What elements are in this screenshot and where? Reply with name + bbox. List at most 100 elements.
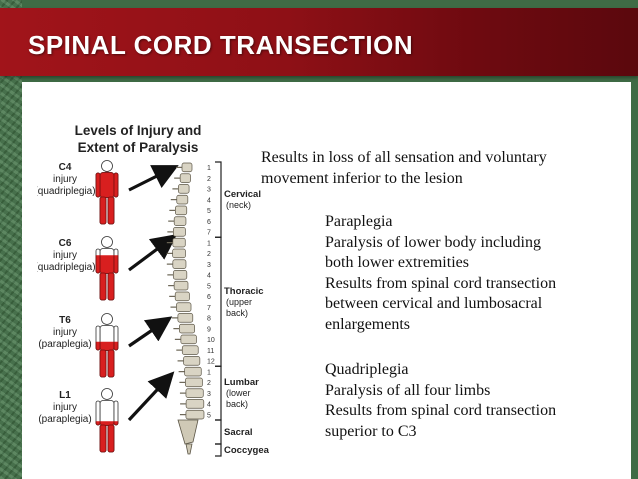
body-head: [101, 236, 113, 248]
injury-label: injury: [53, 327, 77, 338]
vertebra-number: 5: [207, 208, 211, 215]
paraplegia-line: between cervical and lumbosacral: [325, 295, 543, 312]
body-figure: [95, 313, 119, 378]
body-right-arm: [113, 341, 119, 351]
body-paralysis: [95, 421, 119, 453]
vertebra-number: 2: [207, 380, 211, 387]
paraplegia-line: Paralysis of lower body including: [325, 233, 541, 251]
vertebra-number: 6: [207, 294, 211, 301]
body-left-leg: [99, 272, 107, 301]
body-right-arm: [113, 172, 119, 198]
body-left-arm: [95, 341, 101, 351]
region-label: Lumbar: [224, 377, 259, 388]
injury-level-label: T6: [59, 315, 71, 326]
vertebra: [176, 302, 192, 312]
region-bracket: [215, 443, 222, 457]
paraplegia-heading: Paraplegia: [325, 213, 393, 230]
body-head: [101, 313, 113, 325]
vertebra: [175, 205, 188, 216]
quadriplegia-block: Quadriplegia Paralysis of all four limbs…: [325, 360, 625, 442]
intro-text: Results in loss of all sensation and vol…: [261, 148, 621, 189]
vertebra-number: 10: [207, 337, 215, 344]
vertebra-number: 7: [207, 305, 211, 312]
vertebra-number: 7: [207, 230, 211, 237]
vertebra: [174, 291, 190, 302]
vertebra: [179, 173, 191, 183]
vertebra: [185, 377, 203, 388]
body-right-leg: [107, 196, 115, 225]
vertebra-number: 1: [207, 369, 211, 376]
title-bar: SPINAL CORD TRANSECTION: [0, 8, 638, 76]
vertebra: [178, 184, 190, 194]
region-label: Thoracic: [224, 286, 264, 297]
figure-title-line: Extent of Paralysis: [78, 140, 199, 155]
intro-line: Results in loss of all sensation and vol…: [261, 149, 547, 166]
vertebra-number: 12: [207, 359, 215, 366]
body-left-arm: [95, 255, 101, 274]
injury-type-label: (paraplegia): [38, 339, 91, 350]
region-label: Cervical: [224, 189, 261, 200]
injury-arrow: [127, 371, 175, 422]
body-left-leg: [99, 349, 107, 378]
vertebra-number: 4: [207, 402, 211, 409]
side-texture: [0, 0, 22, 479]
paraplegia-line: Results from spinal cord transection: [325, 274, 557, 292]
vertebra-number: 2: [207, 176, 211, 183]
vertebra: [185, 409, 205, 420]
body-figure: [95, 236, 119, 301]
body-left-leg: [99, 424, 107, 453]
body-left-leg: [99, 196, 107, 225]
vertebra: [180, 334, 197, 345]
vertebra: [184, 366, 202, 377]
vertebra-number: 4: [207, 273, 211, 280]
quadriplegia-line: Results from spinal cord transection: [325, 402, 557, 419]
vertebra: [181, 162, 193, 173]
injury-arrow: [128, 165, 179, 192]
vertebra: [176, 194, 189, 205]
body-figure: [95, 160, 119, 225]
quadriplegia-line: superior to C3: [325, 422, 417, 440]
body-head: [101, 388, 113, 400]
vertebra-number: 5: [207, 283, 211, 290]
vertebra-number: 1: [207, 165, 211, 172]
intro-line: movement inferior to the lesion: [261, 169, 463, 187]
vertebra-number: 3: [207, 262, 211, 269]
body-right-leg: [107, 349, 115, 378]
injury-type-label: (quadriplegia): [37, 262, 96, 273]
region-label: Sacral: [224, 427, 253, 438]
vertebra-number: 2: [207, 251, 211, 258]
vertebra: [173, 280, 189, 291]
injury-arrow: [128, 316, 173, 348]
vertebra: [179, 323, 195, 334]
coccyx: [185, 443, 193, 455]
injury-type-label: (paraplegia): [38, 414, 91, 425]
vertebra: [185, 388, 204, 398]
body-paralysis: [95, 171, 119, 225]
vertebra: [185, 399, 205, 409]
vertebra-number: 4: [207, 197, 211, 204]
slide-title: SPINAL CORD TRANSECTION: [28, 30, 414, 60]
vertebra-number: 5: [207, 412, 211, 419]
figure-title-line: Levels of Injury and: [75, 123, 202, 138]
vertebra: [183, 356, 201, 366]
injury-type-label: (quadriplegia): [37, 186, 96, 197]
body-torso: [99, 341, 115, 351]
quadriplegia-heading: Quadriplegia: [325, 361, 409, 378]
injury-label: injury: [53, 250, 77, 261]
body-torso: [99, 172, 115, 198]
paraplegia-line: both lower extremities: [325, 254, 469, 271]
vertebra-number: 3: [207, 391, 211, 398]
region-sublabel: (lower: [226, 388, 251, 398]
body-right-arm: [113, 421, 119, 426]
body-right-leg: [107, 272, 115, 301]
injury-label: injury: [53, 402, 77, 413]
vertebra: [172, 248, 186, 259]
body-right-arm: [113, 255, 119, 274]
vertebra-number: 11: [207, 348, 214, 355]
region-sublabel: (neck): [226, 200, 251, 210]
body-left-arm: [95, 172, 101, 198]
vertebra-number: 3: [207, 187, 211, 194]
